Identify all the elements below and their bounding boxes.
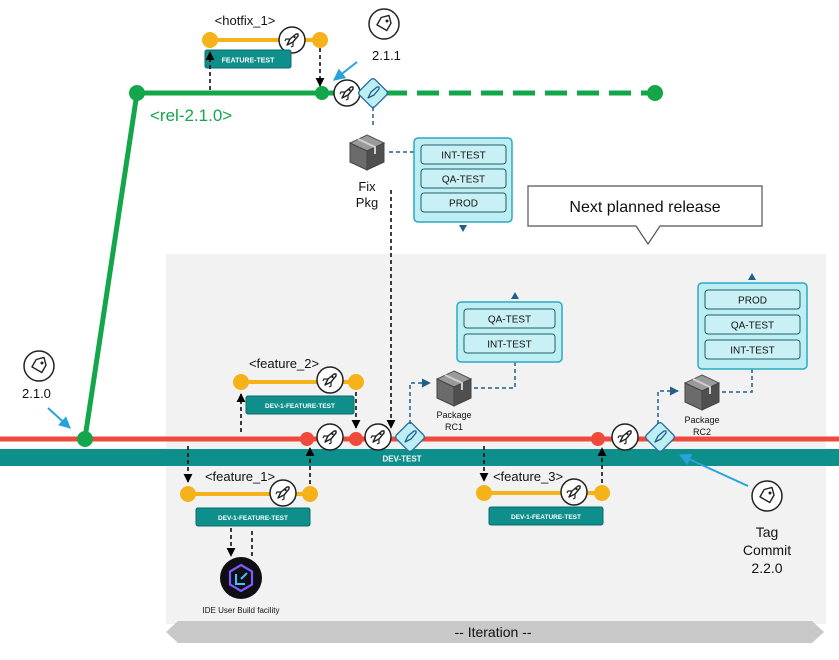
feature-3-branch-label: <feature_3>: [493, 469, 563, 484]
env-label: INT-TEST: [487, 340, 531, 351]
hotfix-branch-label: <hotfix_1>: [215, 13, 276, 28]
package-box-icon: [684, 374, 720, 411]
tag-icon: [368, 8, 400, 40]
rc2-label-line1: Package: [684, 415, 719, 425]
gear-icon: [356, 76, 390, 110]
dev-test-env-bar: [0, 449, 839, 466]
iteration-label: -- Iteration --: [454, 624, 531, 640]
feature-1-branch-label: <feature_1>: [205, 469, 275, 484]
rc1-label-line1: Package: [436, 410, 471, 420]
commit-dot: [77, 431, 93, 447]
rc2-env-int-test: [704, 339, 801, 360]
env-label: INT-TEST: [730, 346, 774, 357]
commit-dot: [180, 486, 196, 502]
env-label: QA-TEST: [442, 175, 485, 186]
dashed-arrow-blue: [657, 386, 679, 424]
feature-3-env-label: DEV-1-FEATURE-TEST: [511, 514, 581, 521]
rc2-label-line2: RC2: [693, 427, 711, 437]
rocket-icon: [333, 79, 361, 107]
rc1-env-qa-test: [463, 308, 556, 329]
commit-dot: [349, 432, 363, 446]
iteration-bar: [166, 621, 824, 643]
tag-pointer: [678, 454, 749, 487]
package-box-icon: [349, 134, 385, 171]
tag-commit-line1: Tag: [756, 524, 779, 540]
feature-2-branch-label: <feature_2>: [249, 356, 319, 371]
pointer-triangle: [459, 225, 467, 232]
env-label: QA-TEST: [731, 321, 774, 332]
fix-pkg-label-line1: Fix: [358, 179, 376, 194]
env-label: PROD: [449, 199, 478, 210]
rocket-icon: [364, 423, 392, 451]
dev-test-label: DEV-TEST: [382, 455, 421, 464]
fix-pkg-label-line2: Pkg: [356, 195, 378, 210]
commit-dot: [302, 486, 318, 502]
feature-2-env-label: DEV-1-FEATURE-TEST: [265, 403, 335, 410]
tag-pointer: [333, 61, 358, 81]
next-release-label: Next planned release: [569, 199, 720, 216]
env-label: PROD: [738, 296, 767, 307]
rocket-icon: [560, 478, 588, 506]
commit-dot: [647, 85, 663, 101]
feature-1-env-badge: [195, 507, 311, 527]
pointer-triangle: [511, 292, 519, 299]
rc1-env-int-test: [463, 333, 556, 354]
tag-icon: [23, 350, 55, 382]
tag-210-label: 2.1.0: [22, 386, 51, 401]
release-branch-label: <rel-2.1.0>: [150, 106, 232, 125]
commit-dot: [476, 485, 492, 501]
commit-dot: [591, 432, 605, 446]
commit-dot: [202, 32, 218, 48]
next-release-callout: [527, 185, 763, 246]
env-label: QA-TEST: [488, 315, 531, 326]
rc2-env-qa-test: [704, 314, 801, 335]
rc2-env-prod: [704, 289, 801, 310]
package-box-icon: [436, 370, 472, 407]
hotfix-env-label: FEATURE-TEST: [222, 58, 275, 65]
commit-dot: [315, 86, 329, 100]
feature-1-env-label: DEV-1-FEATURE-TEST: [218, 515, 288, 522]
rocket-icon: [316, 423, 344, 451]
rocket-icon: [278, 26, 306, 54]
rc1-label-line2: RC1: [445, 422, 463, 432]
feature-2-env-badge: [245, 395, 355, 415]
fix-pkg-env-prod: [420, 192, 507, 213]
commit-dot: [348, 374, 364, 390]
commit-dot: [594, 485, 610, 501]
ide-logo-mark: [235, 572, 248, 585]
commit-dot: [233, 374, 249, 390]
commit-dot: [312, 32, 328, 48]
ide-label: IDE User Build facility: [203, 606, 280, 615]
fix-pkg-env-qa-test: [420, 168, 507, 189]
dashed-connector: [722, 369, 753, 393]
fix-pkg-env-int-test: [420, 144, 507, 165]
commit-dot: [300, 432, 314, 446]
env-label: INT-TEST: [441, 151, 485, 162]
release-branch-diagonal: [82, 92, 140, 439]
rocket-icon: [316, 366, 344, 394]
commit-dot: [129, 85, 145, 101]
pointer-triangle: [748, 273, 756, 280]
tag-commit-line3: 2.2.0: [751, 560, 782, 576]
tag-commit-line2: Commit: [743, 542, 791, 558]
dashed-connector: [474, 362, 516, 389]
hotfix-tag-label: 2.1.1: [372, 48, 401, 63]
ide-logo-hexagon: [228, 563, 254, 593]
feature-3-env-badge: [488, 506, 604, 526]
hotfix-env-badge: [204, 49, 292, 69]
tag-pointer: [47, 407, 71, 429]
rocket-icon: [611, 423, 639, 451]
tag-icon: [751, 480, 783, 512]
